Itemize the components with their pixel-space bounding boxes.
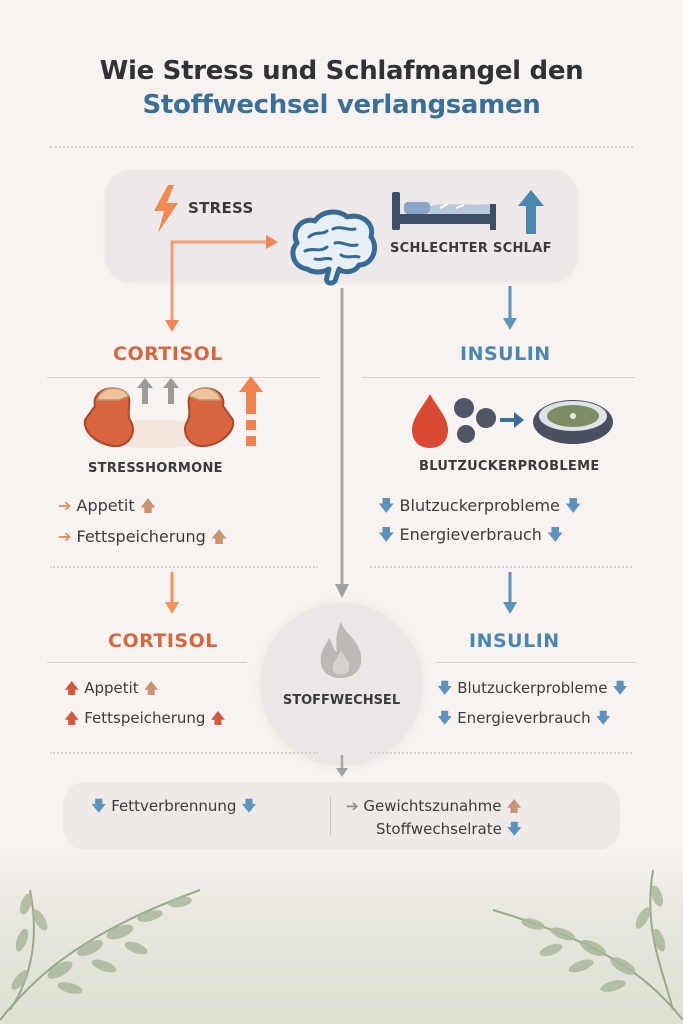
metabolism-label: STOFFWECHSEL [282,693,401,708]
title-line-2: Stoffwechsel verlangsamen [142,90,541,120]
blood-sugar-problems-label: BLUTZUCKERPROBLEME [419,459,600,474]
list-item: Stoffwechselrate 🡇 [376,819,522,844]
fat-burning-label: Fettverbrennung [111,797,237,815]
list-item: 🡇 Energieverbrauch 🡇 [437,708,611,733]
right-bottom-divider [370,752,632,754]
down-arrow-icon: 🡇 [437,679,453,697]
list-item: 🡇 Blutzuckerprobleme 🡇 [378,495,581,522]
cortisol-heading: CORTISOL [113,343,223,365]
up-arrow-icon: 🡅 [210,709,226,727]
leaves-left-icon [0,889,201,1021]
up-arrow-icon: 🡅 [506,797,522,815]
result-down-arrow [336,755,348,777]
down-arrow-icon: 🡇 [91,797,107,815]
poor-sleep-label: SCHLECHTER SCHLAF [390,241,552,256]
list-item: ➔ Gewichtszunahme 🡅 [346,796,522,821]
appetite-label: Appetit [76,496,135,515]
blood-sugar-item-label: Blutzuckerprobleme [399,496,560,515]
right-divider [362,377,635,378]
leaves-right-icon [492,869,683,1021]
brain-icon [290,209,377,286]
down-arrow-icon: 🡇 [378,525,395,544]
right-lower-divider [436,662,636,663]
right-arrow-icon: ➔ [346,797,359,815]
metabolic-rate-label: Stoffwechselrate [376,820,502,838]
cortisol-heading-lower: CORTISOL [108,630,218,652]
up-arrow-icon: 🡅 [64,709,80,727]
up-arrow-icon: 🡅 [210,527,228,546]
center-flow-arrow [335,288,349,598]
down-arrow-icon: 🡇 [564,496,582,515]
left-bottom-divider [50,752,318,754]
stress-label: STRESS [188,199,254,217]
up-arrow-icon: 🡅 [143,679,159,697]
left-lower-divider [47,662,247,663]
right-mid-divider [370,566,632,568]
blood-sugar-icon [412,394,613,448]
list-item: 🡇 Blutzuckerprobleme 🡇 [437,678,628,703]
down-arrow-icon: 🡇 [437,709,453,727]
up-arrow-icon: 🡅 [64,679,80,697]
down-arrow-icon: 🡇 [595,709,611,727]
appetite-lower-label: Appetit [84,679,139,697]
result-divider [330,796,331,836]
blood-sugar-lower-label: Blutzuckerprobleme [457,679,608,697]
down-arrow-icon: 🡇 [612,679,628,697]
list-item: 🡅 Fettspeicherung 🡅 [64,708,226,733]
stress-hormones-label: STRESSHORMONE [88,461,223,476]
stress-flow-arrows [165,235,278,332]
cortisol-down-arrow [165,572,179,614]
title-divider [50,146,633,148]
insulin-down-arrow [503,572,517,614]
left-mid-divider [50,566,318,568]
flame-icon [320,622,362,678]
left-divider [47,377,320,378]
down-arrow-icon: 🡇 [241,797,257,815]
lightning-icon [154,185,178,233]
list-item: 🡇 Fettverbrennung 🡇 [91,796,257,821]
insulin-heading-lower: INSULIN [469,630,560,652]
down-arrow-icon: 🡇 [506,820,523,838]
list-item: ➔ Appetit 🡅 [58,495,156,522]
list-item: 🡅 Appetit 🡅 [64,678,159,703]
down-arrow-icon: 🡇 [378,496,395,515]
right-arrow-icon: ➔ [58,527,72,546]
weight-gain-label: Gewichtszunahme [363,797,502,815]
bed-icon [392,192,496,230]
up-arrow-icon: 🡅 [139,496,157,515]
result-panel [63,782,620,850]
right-arrow-icon: ➔ [58,496,72,515]
list-item: 🡇 Energieverbrauch 🡇 [378,524,563,551]
title-line-1: Wie Stress und Schlafmangel den [99,56,584,86]
down-arrow-icon: 🡇 [546,525,564,544]
insulin-flow-arrow [503,286,517,330]
fat-storage-label: Fettspeicherung [76,527,206,546]
fat-storage-lower-label: Fettspeicherung [84,709,206,727]
list-item: ➔ Fettspeicherung 🡅 [58,526,227,553]
adrenal-glands-icon [83,376,263,448]
energy-use-label: Energieverbrauch [399,525,542,544]
up-arrow-icon [518,190,544,234]
insulin-heading: INSULIN [460,343,551,365]
energy-use-lower-label: Energieverbrauch [457,709,591,727]
